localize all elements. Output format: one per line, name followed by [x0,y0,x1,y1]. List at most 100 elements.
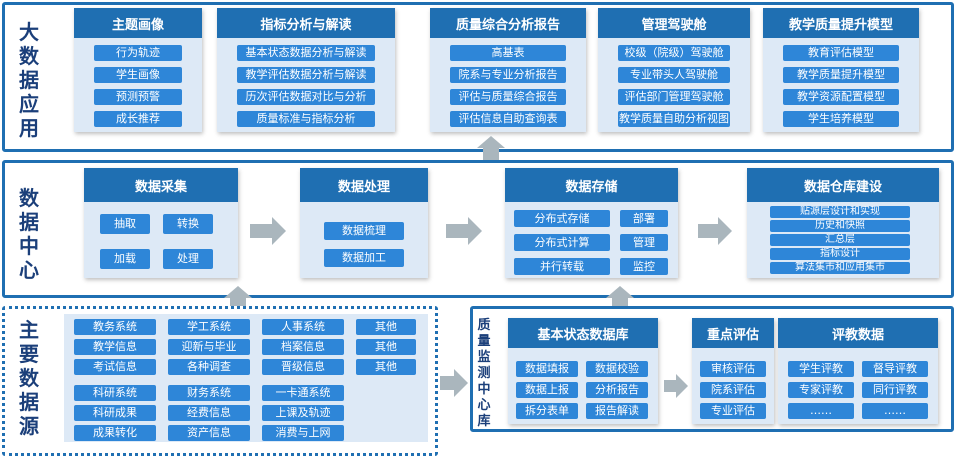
source-item: 教学信息 [74,339,156,355]
arrow-up-shaft [612,296,628,308]
source-item: 财务系统 [168,385,250,401]
module-title: 教学质量提升模型 [763,8,919,38]
item-pill: 部署 [620,210,668,227]
item-pill: 监控 [620,258,668,275]
item-pill: 历次评估数据对比与分析 [237,89,375,105]
source-item: 成果转化 [74,425,156,441]
module-title: 评教数据 [778,318,938,348]
item-pill: 汇总层 [770,234,910,246]
item-pill: 预测预警 [94,89,182,105]
arrow-up-tip [224,286,252,298]
item-pill: …… [788,403,854,419]
item-pill: 并行转载 [514,258,610,275]
source-item: 各种调查 [168,359,250,375]
item-pill: 学生画像 [94,67,182,83]
source-item: 经费信息 [168,405,250,421]
source-item: 其他 [356,319,416,335]
item-pill: 数据梳理 [324,222,404,240]
item-pill: 分布式计算 [514,234,610,251]
arrow-up-tip [606,286,634,298]
item-pill: 数据校验 [586,361,648,377]
item-pill: 督导评教 [862,361,928,377]
item-pill: 评估与质量综合报告 [450,89,566,105]
source-item: 科研系统 [74,385,156,401]
item-pill: 评估部门管理驾驶舱 [618,89,730,105]
arrow-right-shaft [446,224,468,238]
item-pill: 专业评估 [700,403,766,419]
arrow-right-shaft [250,224,272,238]
item-pill: 教学质量自助分析视图 [618,111,730,127]
item-pill: 同行评教 [862,382,928,398]
item-pill: 分析报告 [586,382,648,398]
source-item: 学工系统 [168,319,250,335]
source-item: 迎新与毕业 [168,339,250,355]
source-item: 考试信息 [74,359,156,375]
item-pill: 学生培养模型 [783,111,899,127]
arrow-right-shaft [440,376,454,390]
module-title: 质量综合分析报告 [430,8,586,38]
item-pill: 处理 [163,249,213,269]
source-item: 其他 [356,359,416,375]
item-pill: 院系评估 [700,382,766,398]
module-title: 基本状态数据库 [508,318,658,348]
item-pill: 评估信息自助查询表 [450,111,566,127]
arrow-right-tip [454,369,468,397]
item-pill: 数据填报 [516,361,578,377]
item-pill: 高基表 [450,45,566,61]
item-pill: 基本状态数据分析与解读 [237,45,375,61]
arrow-right-shaft [698,224,718,238]
item-pill: 拆分表单 [516,403,578,419]
source-item: 一卡通系统 [262,385,344,401]
item-pill: 数据加工 [324,249,404,267]
item-pill: 转换 [163,214,213,234]
item-pill: 教学评估数据分析与解读 [237,67,375,83]
source-item: 消费与上网 [262,425,344,441]
module-title: 数据仓库建设 [747,168,939,202]
layer-title-big-data-application: 大数据应用 [19,20,39,140]
module-title: 数据存储 [505,168,678,202]
item-pill: 行为轨迹 [94,45,182,61]
arrow-right-shaft [664,380,676,392]
item-pill: 报告解读 [586,403,648,419]
item-pill: 专业带头人驾驶舱 [618,67,730,83]
item-pill: 历史和快照 [770,220,910,232]
item-pill: 成长推荐 [94,111,182,127]
item-pill: 审核评估 [700,361,766,377]
arrow-up-shaft [230,296,246,306]
arrow-right-tip [676,374,688,398]
source-item: 其他 [356,339,416,355]
item-pill: 学生评教 [788,361,854,377]
item-pill: …… [862,403,928,419]
layer-title-main-data-sources: 主要数据源 [19,318,39,438]
source-item: 上课及轨迹 [262,405,344,421]
item-pill: 管理 [620,234,668,251]
module-title: 重点评估 [692,318,774,348]
module-title: 指标分析与解读 [217,8,395,38]
module-title: 数据处理 [300,168,428,202]
item-pill: 贴源层设计和实现 [770,206,910,218]
layer-title-data-center: 数据中心 [19,186,39,282]
item-pill: 数据上报 [516,382,578,398]
item-pill: 分布式存储 [514,210,610,227]
item-pill: 院系与专业分析报告 [450,67,566,83]
arrow-right-tip [468,217,482,245]
source-item: 档案信息 [262,339,344,355]
item-pill: 校级（院级）驾驶舱 [618,45,730,61]
item-pill: 算法集市和应用集市 [770,262,910,274]
item-pill: 指标设计 [770,248,910,260]
layer-title-quality-monitoring: 质量监测中心库 [477,318,491,429]
source-item: 教务系统 [74,319,156,335]
item-pill: 质量标准与指标分析 [237,111,375,127]
item-pill: 教学资源配置模型 [783,89,899,105]
arrow-right-tip [272,217,286,245]
module-title: 数据采集 [84,168,238,202]
item-pill: 专家评教 [788,382,854,398]
item-pill: 抽取 [100,214,150,234]
module-title: 管理驾驶舱 [598,8,750,38]
module-title: 主题画像 [74,8,202,38]
arrow-right-tip [718,217,732,245]
arrow-up-shaft [483,148,499,162]
item-pill: 教学质量提升模型 [783,67,899,83]
item-pill: 加载 [100,249,150,269]
source-item: 晋级信息 [262,359,344,375]
